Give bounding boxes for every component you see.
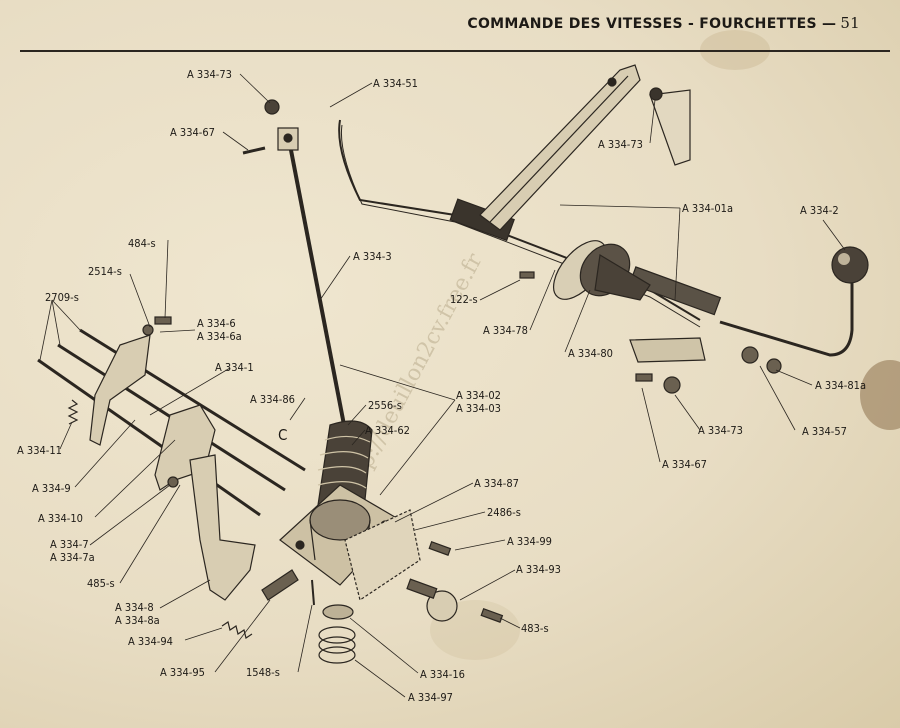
selector-forks [89,334,256,601]
part-label: A 334-11 [17,444,62,457]
bolts [142,271,782,623]
shift-rod [242,99,347,431]
part-label: 2514-s [88,265,122,278]
flange-plate [553,240,651,301]
spring-coil [318,646,356,664]
ring [322,604,354,620]
diagram-frame [20,50,890,722]
part-label: A 334-67 [170,126,215,139]
part-label: A 334-16 [420,668,465,681]
part-label: A 334-7a [50,551,95,564]
part-label: A 334-2 [800,204,839,217]
part-label: A 334-81a [815,379,866,392]
gearbox-boot [279,420,401,586]
plunger [261,569,299,601]
part-label: A 334-80 [568,347,613,360]
part-label: 483-s [521,622,549,635]
paper-stain [860,360,900,430]
page-title: COMMANDE DES VITESSES - FOURCHETTES — [467,16,837,32]
part-label: A 334-67 [662,458,707,471]
part-label: A 334-86 [250,393,295,406]
pin [311,579,315,606]
watermark-text: p://deuillon2cv.free.fr [353,249,488,473]
part-label: A 334-3 [353,250,392,263]
spring [67,399,79,425]
part-label: A 334-51 [373,77,418,90]
leader-lines [39,73,846,698]
page-header: COMMANDE DES VITESSES - FOURCHETTES —51 [467,14,860,32]
part-label: A 334-8 [115,601,154,614]
part-label: A 334-10 [38,512,83,525]
part-label: A 334-73 [698,424,743,437]
part-label: A 334-01a [682,202,733,215]
part-label: A 334-57 [802,425,847,438]
part-label: C [278,426,287,444]
part-label: 2486-s [487,506,521,519]
part-label: A 334-73 [598,138,643,151]
part-label: A 334-97 [408,691,453,704]
part-label: A 334-93 [516,563,561,576]
part-label: A 334-03 [456,402,501,415]
part-label: A 334-02 [456,389,501,402]
page-number: 51 [840,14,860,32]
part-label: 2556-s [368,399,402,412]
part-label: A 334-1 [215,361,254,374]
part-label: A 334-7 [50,538,89,551]
part-label: A 334-94 [128,635,173,648]
part-label: A 334-73 [187,68,232,81]
gasket [344,509,421,601]
part-label: A 334-6 [197,317,236,330]
clip-plate [629,337,706,363]
part-label: 1548-s [246,666,280,679]
part-label: 484-s [128,237,156,250]
support-bracket [479,64,691,231]
part-label: A 334-87 [474,477,519,490]
part-label: A 334-6a [197,330,242,343]
part-label: A 334-95 [160,666,205,679]
part-label: A 334-99 [507,535,552,548]
part-label: 485-s [87,577,115,590]
part-label: A 334-9 [32,482,71,495]
part-label: 2709-s [45,291,79,304]
part-label: A 334-62 [365,424,410,437]
spring [221,621,253,639]
gear-lever-rod [338,119,869,357]
gear-knob [831,246,869,284]
part-label: A 334-78 [483,324,528,337]
part-label: A 334-8a [115,614,160,627]
part-label: 122-s [450,293,478,306]
